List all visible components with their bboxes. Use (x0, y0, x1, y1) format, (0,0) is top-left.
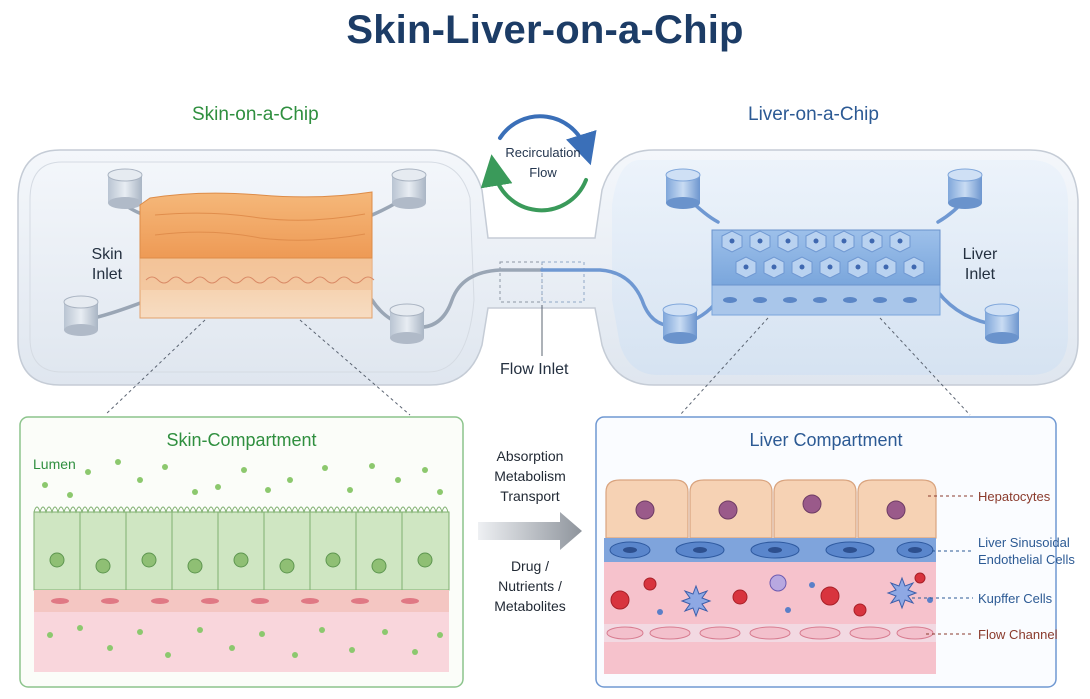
recirculation-line-2: Flow (529, 165, 557, 180)
liver-ports (662, 168, 1020, 344)
skin-ports (63, 168, 427, 344)
zoom-leader-lines (104, 317, 971, 416)
process-metabolism: Metabolism (494, 468, 566, 484)
skin-inlet-line-1: Skin (91, 246, 123, 263)
transported-drug: Drug / (510, 558, 550, 574)
callout-lsec-line-1: Liver Sinusoidal (978, 535, 1070, 550)
liver-compartment-panel (595, 416, 1057, 688)
callout-lsec: Liver Sinusoidal Endothelial Cells (978, 534, 1075, 568)
transport-arrow (478, 512, 582, 550)
callout-lsec-line-2: Endothelial Cells (978, 552, 1075, 567)
callout-hepatocytes: Hepatocytes (978, 489, 1051, 504)
liver-chip-label: Liver-on-a-Chip (748, 104, 879, 125)
callout-flow-channel: Flow Channel (978, 627, 1058, 642)
skin-inlet-line-2: Inlet (91, 266, 123, 283)
process-absorption: Absorption (496, 448, 564, 464)
transported-nutrients: Nutrients / (498, 578, 562, 594)
callout-kupffer: Kupffer Cells (978, 591, 1053, 606)
skin-compartment-panel (19, 416, 464, 688)
liver-tissue-block (711, 229, 941, 316)
liver-inlet-line-1: Liver (962, 246, 998, 263)
skin-chip-label: Skin-on-a-Chip (192, 104, 319, 125)
process-labels: Absorption Metabolism Transport (470, 446, 590, 506)
diagram-title: Skin-Liver-on-a-Chip (346, 8, 744, 52)
recirculation-arrows-icon (480, 114, 597, 213)
skin-tissue-block (139, 191, 375, 319)
liver-compartment-title: Liver Compartment (749, 430, 903, 450)
skin-inlet-label: Skin Inlet (82, 245, 132, 285)
transported-metabolites: Metabolites (494, 598, 566, 614)
process-transport: Transport (500, 488, 560, 504)
skin-compartment-title: Skin-Compartment (166, 430, 317, 450)
flow-inlet-label: Flow Inlet (500, 361, 569, 378)
recirculation-line-1: Recirculation (505, 145, 581, 160)
transported-labels: Drug / Nutrients / Metabolites (470, 556, 590, 616)
liver-inlet-label: Liver Inlet (952, 245, 1008, 285)
recirculation-label: Recirculation Flow (493, 143, 593, 183)
lumen-label: Lumen (33, 456, 76, 472)
liver-inlet-line-2: Inlet (964, 266, 996, 283)
